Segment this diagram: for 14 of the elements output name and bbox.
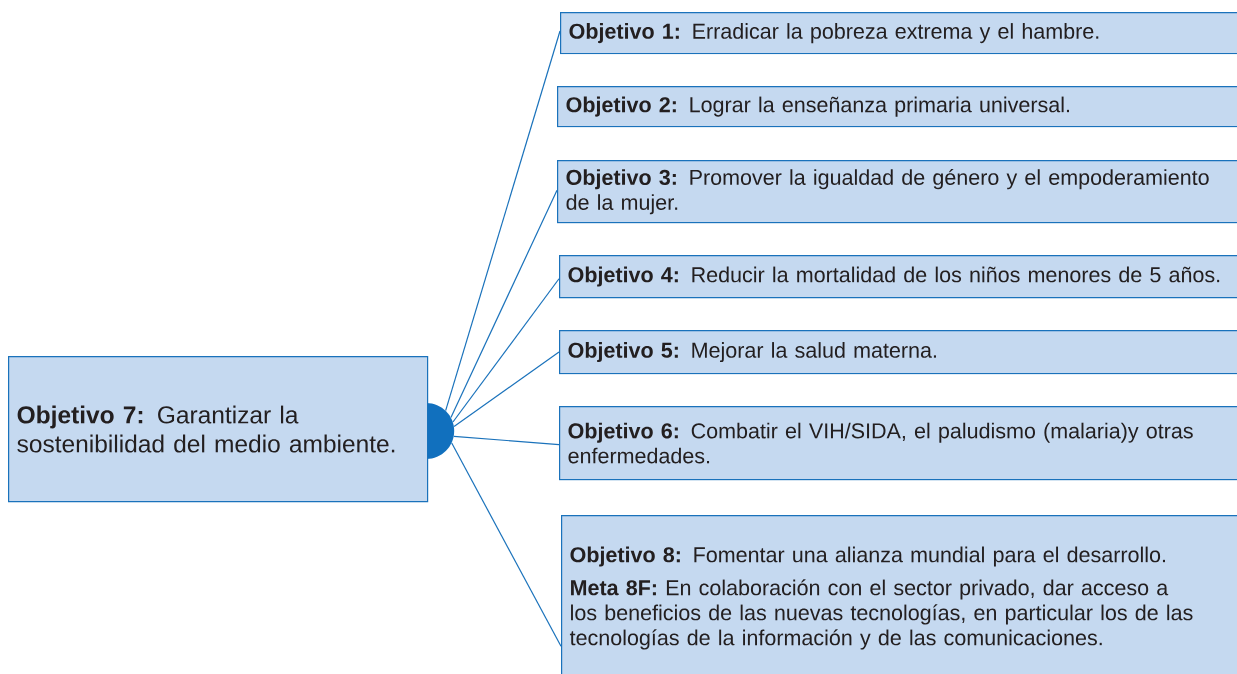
objective-box: Objetivo 2: Lograr la enseñanza primaria universal. [557, 86, 1237, 128]
main-objective-box: Objetivo 7: Garantizar la sostenibilidad del medio ambiente. [8, 356, 429, 503]
objective-box: Objetivo 1: Erradicar la pobreza extrema y el hambre. [560, 12, 1237, 55]
connector-line [453, 351, 560, 428]
connector-line [452, 278, 560, 423]
connector-line [451, 442, 562, 647]
connector-line [453, 435, 560, 446]
connector-line [450, 189, 558, 419]
objective-box: Objetivo 4: Reducir la mortalidad de los niños menores de 5 años. [559, 255, 1237, 299]
objective-box: Objetivo 6: Combatir el VIH/SIDA, el paludismo (malaria)y otras enfermedades. [559, 406, 1237, 481]
objective-box: Objetivo 8: Fomentar una alianza mundial para el desarrollo. Meta 8F: En colaboración con el sector privado, dar acceso a los beneficios de las nuevas tecnologías, en particular los de las tecnologías de la información y de las comunicaciones. [561, 515, 1237, 674]
objective-box: Objetivo 5: Mejorar la salud materna. [559, 330, 1237, 375]
connector-line [445, 30, 561, 412]
objective-box: Objetivo 3: Promover la igualdad de género y el empoderamiento de la mujer. [557, 160, 1237, 224]
